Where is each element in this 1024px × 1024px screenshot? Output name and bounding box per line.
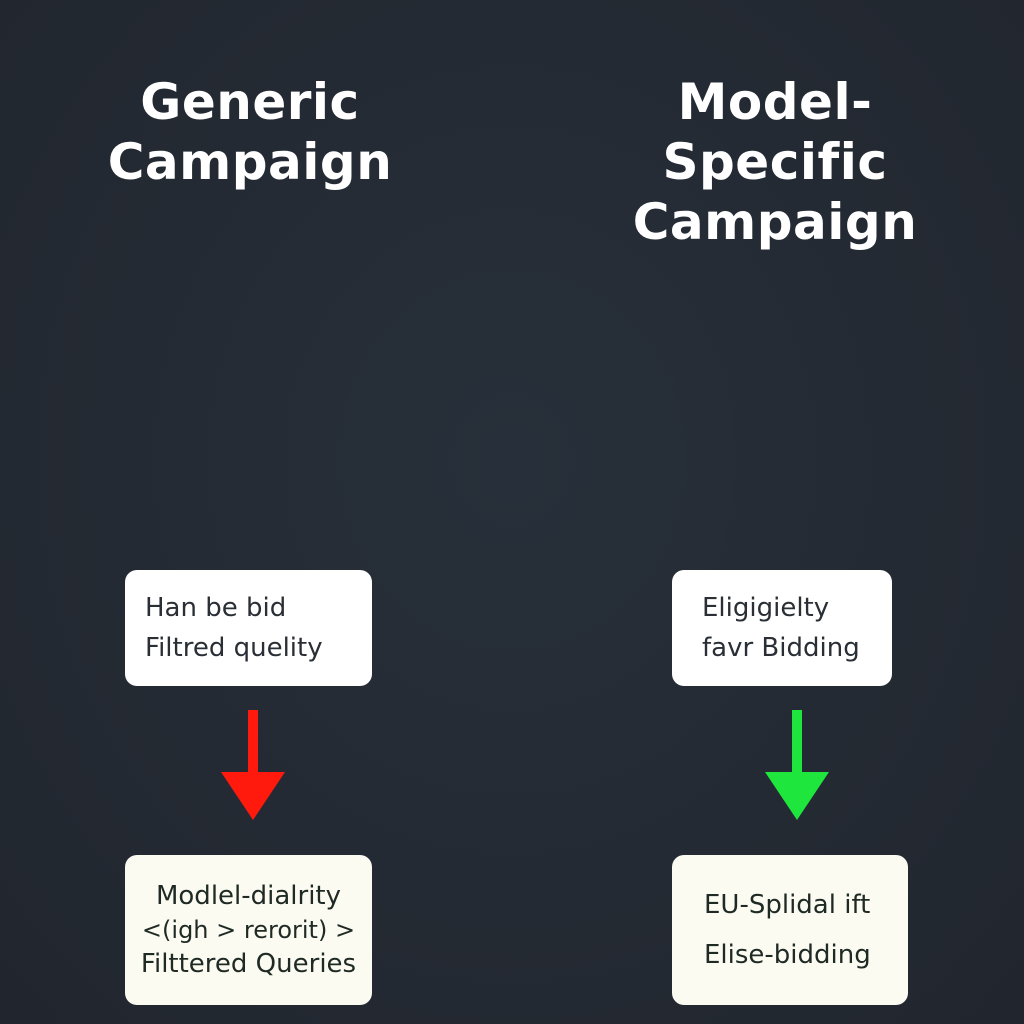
generic-bottom-box: Modlel-dialrity <(igh > rerorit) > Filtt… — [125, 855, 372, 1005]
model-specific-bottom-box: EU-Splidal ift Elise-bidding — [672, 855, 908, 1005]
model-specific-campaign-title: Model- Specific Campaign — [600, 72, 950, 252]
generic-top-box: Han be bid Filtred quelity — [125, 570, 372, 686]
title-line: Specific — [662, 133, 888, 191]
box-text-line: Elise-bidding — [704, 940, 871, 970]
arrow-shaft — [248, 710, 258, 776]
box-text-line: EU-Splidal ift — [704, 890, 871, 920]
box-text-line: Filttered Queries — [140, 949, 357, 979]
box-text-line: favr Bidding — [702, 633, 860, 663]
arrow-shaft — [792, 710, 802, 776]
title-line: Model- — [677, 73, 873, 131]
title-line: Generic — [140, 73, 360, 131]
title-line: Campaign — [632, 193, 918, 251]
red-down-arrow-icon — [221, 710, 285, 820]
box-text-line: Filtred quelity — [145, 633, 323, 663]
box-text-line: Eligigielty — [702, 593, 830, 623]
arrow-head — [221, 772, 285, 820]
green-down-arrow-icon — [765, 710, 829, 820]
arrow-head — [765, 772, 829, 820]
model-specific-top-box: Eligigielty favr Bidding — [672, 570, 892, 686]
box-text-line: Modlel-dialrity — [155, 881, 342, 911]
title-line: Campaign — [107, 133, 393, 191]
box-text-line: <(igh > rerorit) > — [141, 916, 356, 944]
generic-campaign-title: Generic Campaign — [80, 72, 420, 192]
box-text-line: Han be bid — [145, 593, 287, 623]
